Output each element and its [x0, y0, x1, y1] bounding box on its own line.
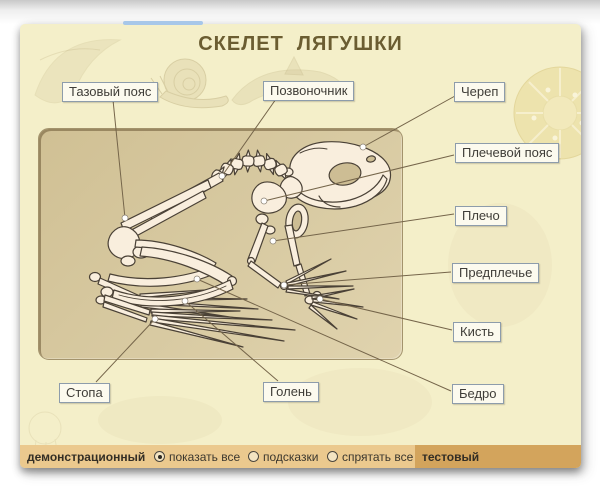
- radio-option-hints[interactable]: подсказки: [248, 445, 318, 468]
- callout-upper-arm[interactable]: Плечо: [455, 206, 507, 226]
- radio-icon[interactable]: [327, 451, 338, 462]
- mode-bar: демонстрационный показать все подсказки …: [20, 445, 581, 468]
- top-blue-strip: [123, 21, 203, 25]
- mode-bar-test-section: тестовый: [415, 445, 581, 468]
- radio-option-label: подсказки: [263, 449, 319, 464]
- callout-forearm[interactable]: Предплечье: [452, 263, 540, 283]
- callout-shin[interactable]: Голень: [263, 382, 319, 402]
- callout-spine[interactable]: Позвоночник: [263, 81, 355, 101]
- callout-foot[interactable]: Стопа: [59, 383, 110, 403]
- app-card: СКЕЛЕТ ЛЯГУШКИ: [20, 21, 581, 468]
- radio-selected-icon[interactable]: [154, 451, 165, 462]
- mode-test[interactable]: тестовый: [422, 449, 480, 464]
- skeleton-panel: [38, 128, 403, 360]
- radio-option-hide-all[interactable]: спрятать все: [327, 445, 413, 468]
- page-title: СКЕЛЕТ ЛЯГУШКИ: [198, 33, 403, 55]
- callout-thigh[interactable]: Бедро: [452, 384, 504, 404]
- mode-bar-demo-section: демонстрационный показать все подсказки …: [20, 445, 415, 468]
- callout-skull[interactable]: Череп: [454, 82, 506, 102]
- radio-icon[interactable]: [248, 451, 259, 462]
- callout-hand[interactable]: Кисть: [453, 322, 502, 342]
- callout-pelvic-girdle[interactable]: Тазовый пояс: [62, 82, 159, 102]
- mode-demonstration[interactable]: демонстрационный: [27, 449, 146, 464]
- callout-shoulder-girdle[interactable]: Плечевой пояс: [455, 143, 560, 163]
- radio-option-label: показать все: [169, 449, 241, 464]
- radio-option-show-all[interactable]: показать все: [154, 445, 240, 468]
- radio-option-label: спрятать все: [342, 449, 414, 464]
